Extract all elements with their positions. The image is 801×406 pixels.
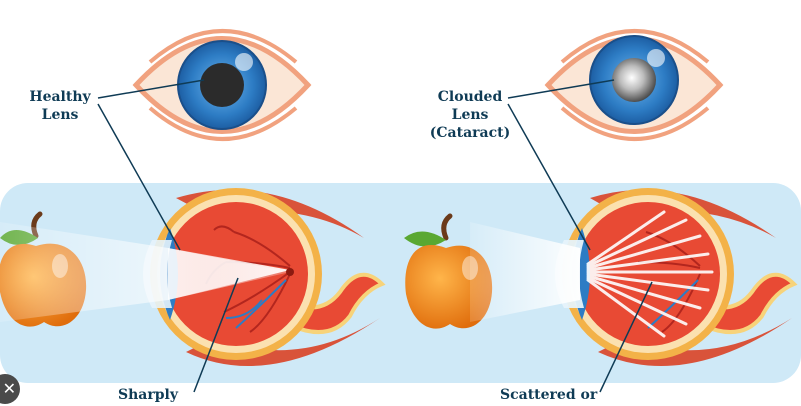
healthy-lens-label: Healthy Lens bbox=[22, 88, 98, 124]
sharply-label: Sharply bbox=[118, 387, 178, 403]
pointer-lines bbox=[97, 79, 653, 393]
clouded-lens-label-line3: (Cataract) bbox=[429, 125, 511, 141]
healthy-eye-front bbox=[132, 29, 312, 141]
clouded-lens-label-line2: Lens bbox=[451, 107, 489, 123]
clouded-lens-label-line1: Clouded bbox=[437, 89, 503, 105]
healthy-eye-section bbox=[0, 188, 386, 367]
close-icon[interactable]: ✕ bbox=[0, 374, 20, 404]
clouded-eye-front bbox=[544, 29, 724, 141]
healthy-lens-label-line2: Lens bbox=[41, 107, 79, 123]
healthy-lens-label-line1: Healthy bbox=[29, 89, 91, 105]
clouded-lens-label: Clouded Lens (Cataract) bbox=[428, 88, 512, 142]
clouded-eye-section bbox=[470, 188, 798, 367]
scattered-label: Scattered or bbox=[500, 387, 598, 403]
